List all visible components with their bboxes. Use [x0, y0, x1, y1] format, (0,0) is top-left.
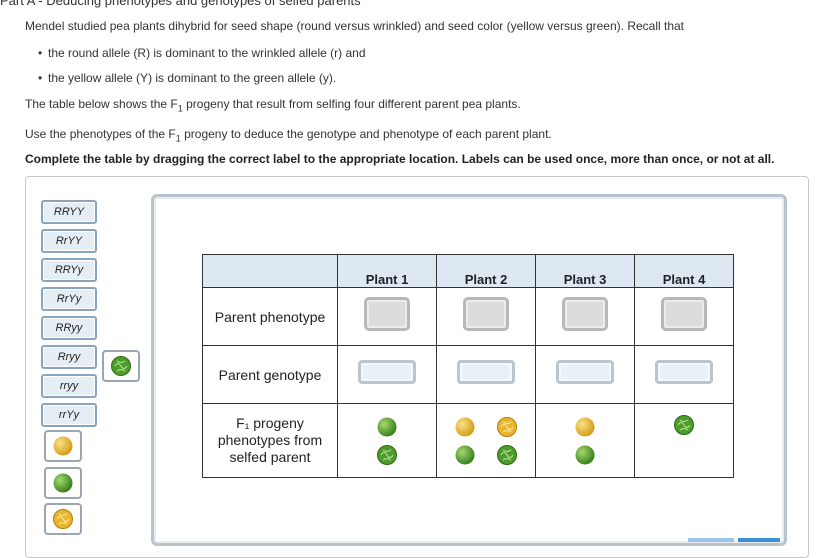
col-header-plant-2: Plant 2 [436, 254, 536, 288]
drop-target-phenotype-plant-2[interactable] [463, 297, 509, 331]
col-header-plant-3: Plant 3 [535, 254, 635, 288]
col-header-plant-4: Plant 4 [634, 254, 734, 288]
results-table: Plant 1 Plant 2 Plant 3 Plant 4 Parent p… [202, 254, 734, 478]
yellow-wrinkled-pea-icon [53, 509, 73, 529]
green-round-pea-icon [575, 445, 595, 464]
green-round-pea-icon [53, 473, 73, 493]
table-description: The table below shows the F1 progeny tha… [25, 97, 521, 114]
label-rryy-3[interactable]: RRYy [41, 258, 97, 282]
reset-button-edge[interactable] [688, 538, 734, 542]
drop-target-phenotype-plant-3[interactable] [562, 297, 608, 331]
col-header-plant-1: Plant 1 [337, 254, 437, 288]
green-round-pea-icon [455, 445, 475, 464]
label-rryy-2[interactable]: RrYY [41, 229, 97, 253]
help-button-edge[interactable] [738, 538, 780, 542]
label-rryy-6[interactable]: Rryy [41, 345, 97, 369]
yellow-round-pea-icon [575, 417, 595, 436]
pea-label-yellow-wrinkled[interactable] [44, 503, 82, 535]
row-label-parent-phenotype: Parent phenotype [202, 287, 338, 346]
green-round-pea-icon [377, 417, 397, 436]
pea-label-green-round[interactable] [44, 467, 82, 499]
green-wrinkled-pea-icon [111, 356, 131, 376]
drop-target-genotype-plant-4[interactable] [655, 360, 713, 384]
label-rryy-1[interactable]: RRYY [41, 200, 97, 224]
drop-target-phenotype-plant-4[interactable] [661, 297, 707, 331]
instruction-text: Complete the table by dragging the corre… [25, 152, 775, 166]
part-title: Part A - Deducing phenotypes and genotyp… [0, 0, 361, 8]
progeny-cell-plant-2 [436, 403, 536, 478]
label-rryy-8[interactable]: rrYy [41, 403, 97, 427]
progeny-cell-plant-1 [337, 403, 437, 478]
pea-label-green-wrinkled[interactable] [102, 350, 140, 382]
row-label-progeny: F₁ progeny phenotypes from selfed parent [202, 403, 338, 478]
label-rryy-4[interactable]: RrYy [41, 287, 97, 311]
yellow-round-pea-icon [455, 417, 475, 436]
table-corner [202, 254, 338, 288]
drop-target-phenotype-plant-1[interactable] [364, 297, 410, 331]
intro-text: Mendel studied pea plants dihybrid for s… [25, 19, 685, 33]
label-rryy-5[interactable]: RRyy [41, 316, 97, 340]
drop-target-genotype-plant-3[interactable] [556, 360, 614, 384]
green-wrinkled-pea-icon [497, 444, 517, 465]
pea-label-yellow-round[interactable] [44, 430, 82, 462]
progeny-cell-plant-3 [535, 403, 635, 478]
drop-target-genotype-plant-1[interactable] [358, 360, 416, 384]
yellow-wrinkled-pea-icon [497, 416, 517, 437]
yellow-round-pea-icon [53, 436, 73, 456]
bullet-round: the round allele (R) is dominant to the … [38, 46, 366, 60]
use-text: Use the phenotypes of the F1 progeny to … [25, 127, 552, 144]
bullet-yellow: the yellow allele (Y) is dominant to the… [38, 71, 336, 85]
progeny-cell-plant-4 [634, 403, 734, 478]
drop-target-genotype-plant-2[interactable] [457, 360, 515, 384]
green-wrinkled-pea-icon [377, 444, 397, 465]
label-rryy-7[interactable]: rryy [41, 374, 97, 398]
green-wrinkled-pea-icon [674, 415, 694, 435]
row-label-parent-genotype: Parent genotype [202, 345, 338, 404]
